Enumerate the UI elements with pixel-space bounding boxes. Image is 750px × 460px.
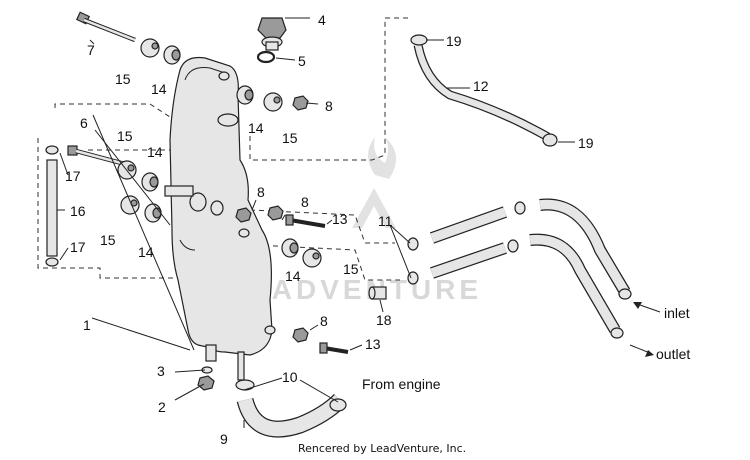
callout-7: 7: [87, 42, 95, 58]
vent-tube: [45, 145, 59, 267]
callout-17a: 17: [65, 168, 81, 184]
pipes-11: [407, 201, 526, 285]
inlet-arrow-icon: [633, 302, 661, 313]
callout-15b: 15: [117, 128, 133, 144]
callout-8b: 8: [257, 184, 265, 200]
callout-8a: 8: [325, 98, 333, 114]
callout-13b: 13: [365, 336, 381, 352]
bolts-13: [285, 214, 349, 354]
credit-text: Rencered by LeadVenture, Inc.: [298, 442, 466, 455]
from-engine-label: From engine: [362, 376, 441, 392]
watermark-logo: [352, 137, 397, 228]
callout-14d: 14: [138, 244, 154, 260]
callout-1: 1: [83, 317, 91, 333]
callout-8c: 8: [301, 194, 309, 210]
leader-lines: [57, 17, 575, 428]
callout-14e: 14: [285, 268, 301, 284]
dashed-group-outlines: [37, 17, 410, 281]
callout-16: 16: [70, 203, 86, 219]
callout-19b: 19: [578, 135, 594, 151]
fitting-18: [368, 286, 387, 300]
outlet-label: outlet: [656, 346, 690, 362]
callout-15c: 15: [100, 232, 116, 248]
callout-19a: 19: [446, 33, 462, 49]
callout-15a: 15: [115, 71, 131, 87]
callout-4: 4: [318, 12, 326, 28]
callout-3: 3: [157, 363, 165, 379]
callout-14b: 14: [248, 120, 264, 136]
callout-15e: 15: [343, 261, 359, 277]
washers-15: [117, 38, 322, 268]
callout-8d: 8: [320, 313, 328, 329]
callout-18: 18: [376, 312, 392, 328]
hose-12: [410, 34, 558, 147]
callout-11: 11: [378, 213, 393, 229]
nuts-8: [235, 95, 309, 343]
callout-14c: 14: [147, 144, 163, 160]
inlet-label: inlet: [664, 305, 690, 321]
callout-6: 6: [80, 115, 88, 131]
callout-15d: 15: [282, 130, 298, 146]
callout-14a: 14: [151, 81, 167, 97]
reservoir-cap: [257, 17, 287, 51]
inlet-outlet-hoses: [529, 198, 632, 339]
drain-plug: [197, 366, 215, 391]
callout-5: 5: [298, 53, 306, 69]
callout-labels: 1 2 3 4 5 6 7 8 8 8 8 9 10 11 12 13 13 1…: [65, 12, 594, 447]
callout-13a: 13: [332, 211, 348, 227]
bolt-6: [67, 145, 126, 167]
outlet-arrow-icon: [629, 344, 654, 357]
o-ring: [256, 50, 276, 64]
callout-12: 12: [473, 78, 489, 94]
callout-10: 10: [282, 369, 298, 385]
bolt-7: [75, 11, 136, 43]
callout-17b: 17: [70, 239, 86, 255]
callout-9: 9: [220, 431, 228, 447]
callout-2: 2: [158, 399, 166, 415]
